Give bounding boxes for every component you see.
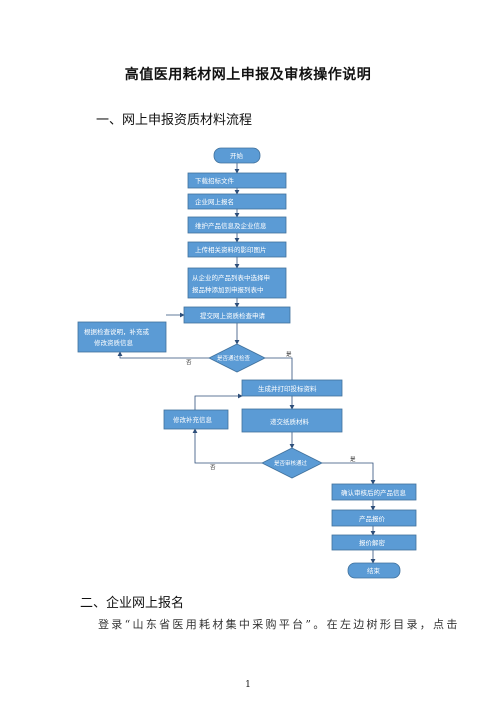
node-maintain <box>187 216 287 234</box>
label-generate: 生成并打印投标资料 <box>258 384 317 393</box>
node-submit-check <box>183 306 291 324</box>
label-quote: 产品报价 <box>359 514 386 523</box>
label-supplement-2: 修改资质信息 <box>94 338 134 347</box>
label-no-1: 否 <box>186 359 192 366</box>
page-number: 1 <box>245 680 251 690</box>
node-download <box>187 172 287 189</box>
node-modify <box>163 409 229 430</box>
node-start <box>213 147 261 164</box>
label-end: 结束 <box>367 566 381 575</box>
node-register <box>187 193 287 210</box>
label-pass-review: 是否审核通过 <box>274 459 308 467</box>
node-pass-check <box>208 343 266 373</box>
label-maintain: 维护产品信息及企业信息 <box>195 221 267 230</box>
node-pass-review <box>261 447 323 479</box>
node-select <box>187 267 287 299</box>
label-no-2: 否 <box>210 464 216 471</box>
node-quote <box>331 509 417 527</box>
label-yes-1: 是 <box>286 351 292 358</box>
label-submit-check: 提交网上资质检查申请 <box>200 311 266 320</box>
label-select-1: 从企业的产品列表中选择申 <box>192 273 270 282</box>
label-pass-check: 是否通过检查 <box>217 354 251 362</box>
label-supplement-1: 根据检查说明，补充或 <box>84 327 150 336</box>
node-confirm <box>331 483 417 501</box>
label-decrypt: 报价解密 <box>359 538 386 547</box>
label-download: 下载招标文件 <box>195 176 235 185</box>
label-modify: 修改补充信息 <box>173 415 213 424</box>
section-heading-flow: 一、网上申报资质材料流程 <box>96 113 253 128</box>
node-decrypt <box>331 534 417 551</box>
section-heading-register: 二、企业网上报名 <box>80 596 185 611</box>
label-start: 开始 <box>230 151 244 160</box>
label-yes-2: 是 <box>350 456 356 463</box>
label-submit-paper: 递交纸质材料 <box>270 417 310 426</box>
node-submit-paper <box>241 408 343 433</box>
node-supplement <box>77 321 167 353</box>
document-title: 高值医用耗材网上申报及审核操作说明 <box>124 67 372 83</box>
body-paragraph: 登录“山东省医用耗材集中采购平台”。在左边树形目录，点击 <box>98 618 460 631</box>
node-upload <box>187 241 287 258</box>
label-select-2: 报品种添加到申报列表中 <box>192 285 264 294</box>
label-confirm: 确认审核后的产品信息 <box>341 488 407 497</box>
label-upload: 上传相关资料的影印图片 <box>195 245 267 254</box>
node-generate <box>241 379 343 397</box>
node-end <box>347 562 401 579</box>
label-register: 企业网上报名 <box>195 197 234 206</box>
